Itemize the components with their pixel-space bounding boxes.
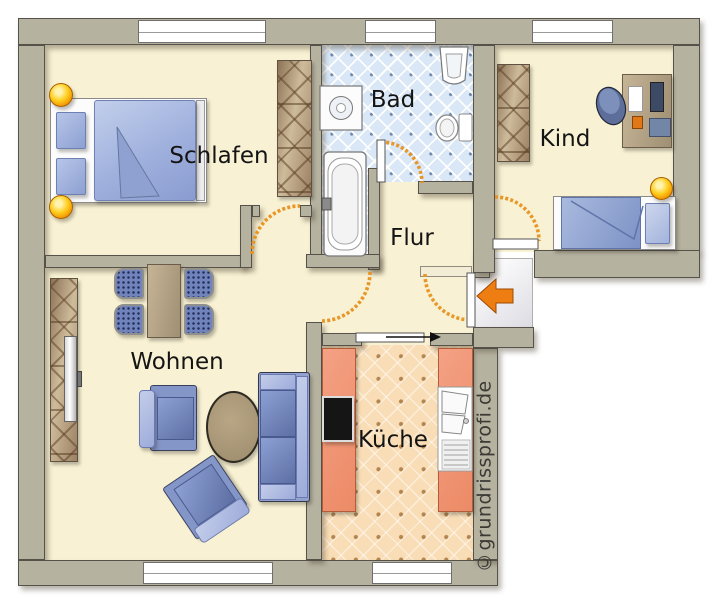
sofa-cushion <box>260 390 296 437</box>
wardrobe-kind <box>497 64 530 162</box>
window-pane <box>366 31 435 33</box>
room-label-kueche: Küche <box>358 427 428 453</box>
wall-schlafen-door-stub-right <box>300 205 312 217</box>
entrance-threshold <box>420 266 472 277</box>
window-pane <box>373 573 451 574</box>
dining-chair <box>114 268 144 299</box>
wall-kind-bottom <box>534 250 700 278</box>
wall-niche-right <box>368 168 380 270</box>
desk-pad <box>649 118 671 137</box>
single-bed-pillow <box>645 203 670 244</box>
bed-pillow <box>56 112 86 149</box>
bedside-lamp-icon <box>49 195 73 219</box>
bedside-lamp-icon <box>49 83 73 107</box>
dining-chair <box>184 268 214 299</box>
sofa-back <box>296 376 308 498</box>
tv-stand <box>77 371 82 387</box>
bed-pillow <box>56 158 86 195</box>
room-label-wohnen: Wohnen <box>130 349 224 375</box>
room-label-schlafen: Schlafen <box>169 143 269 169</box>
room-label-bad: Bad <box>370 87 416 113</box>
sofa-armrest <box>260 484 296 500</box>
wall-right-lower-watermark <box>473 348 498 560</box>
sofa-armrest <box>260 374 296 390</box>
wall-right-upper <box>673 45 700 252</box>
coffee-table <box>206 391 261 463</box>
sofa-cushion <box>260 437 296 484</box>
window-kind <box>532 20 613 43</box>
wall-kueche-top-left <box>322 333 362 346</box>
window-bad <box>365 20 436 43</box>
window-kueche <box>372 562 452 584</box>
window-pane <box>139 31 265 33</box>
single-bed-blanket <box>561 197 641 249</box>
tv <box>64 336 77 422</box>
dining-chair <box>184 304 214 335</box>
wall-schlafen-wohnen <box>45 255 245 268</box>
window-schlafen <box>138 20 266 43</box>
desk-paper <box>628 86 643 112</box>
window-pane <box>533 31 612 33</box>
wall-landing-bottom <box>473 327 534 348</box>
dining-chair <box>114 304 144 335</box>
wall-kueche-top-right <box>430 333 473 346</box>
wall-bad-bottom <box>418 181 473 194</box>
wall-schlafen-door-stub-left <box>252 205 260 217</box>
armchair-back <box>139 390 155 448</box>
wall-bad-kind <box>473 45 495 273</box>
wall-niche-bottom <box>306 254 380 268</box>
wall-schlafen-step <box>240 205 252 268</box>
room-label-flur: Flur <box>390 225 434 251</box>
window-wohnen <box>143 562 273 584</box>
kitchen-counter-right <box>438 348 473 512</box>
wall-left <box>18 45 45 560</box>
kind-lamp-icon <box>650 177 673 200</box>
window-pane <box>144 573 272 574</box>
armchair-cushion <box>157 397 194 440</box>
desk-orange-box <box>632 116 643 129</box>
wardrobe-schlafen <box>277 60 312 197</box>
watermark: ©grundrissprofi.de <box>473 380 496 574</box>
stove-cooktop <box>322 396 354 442</box>
dining-table <box>147 264 181 338</box>
desk-monitor <box>650 82 664 112</box>
room-label-kind: Kind <box>539 126 591 152</box>
double-bed-headboard <box>196 100 205 201</box>
